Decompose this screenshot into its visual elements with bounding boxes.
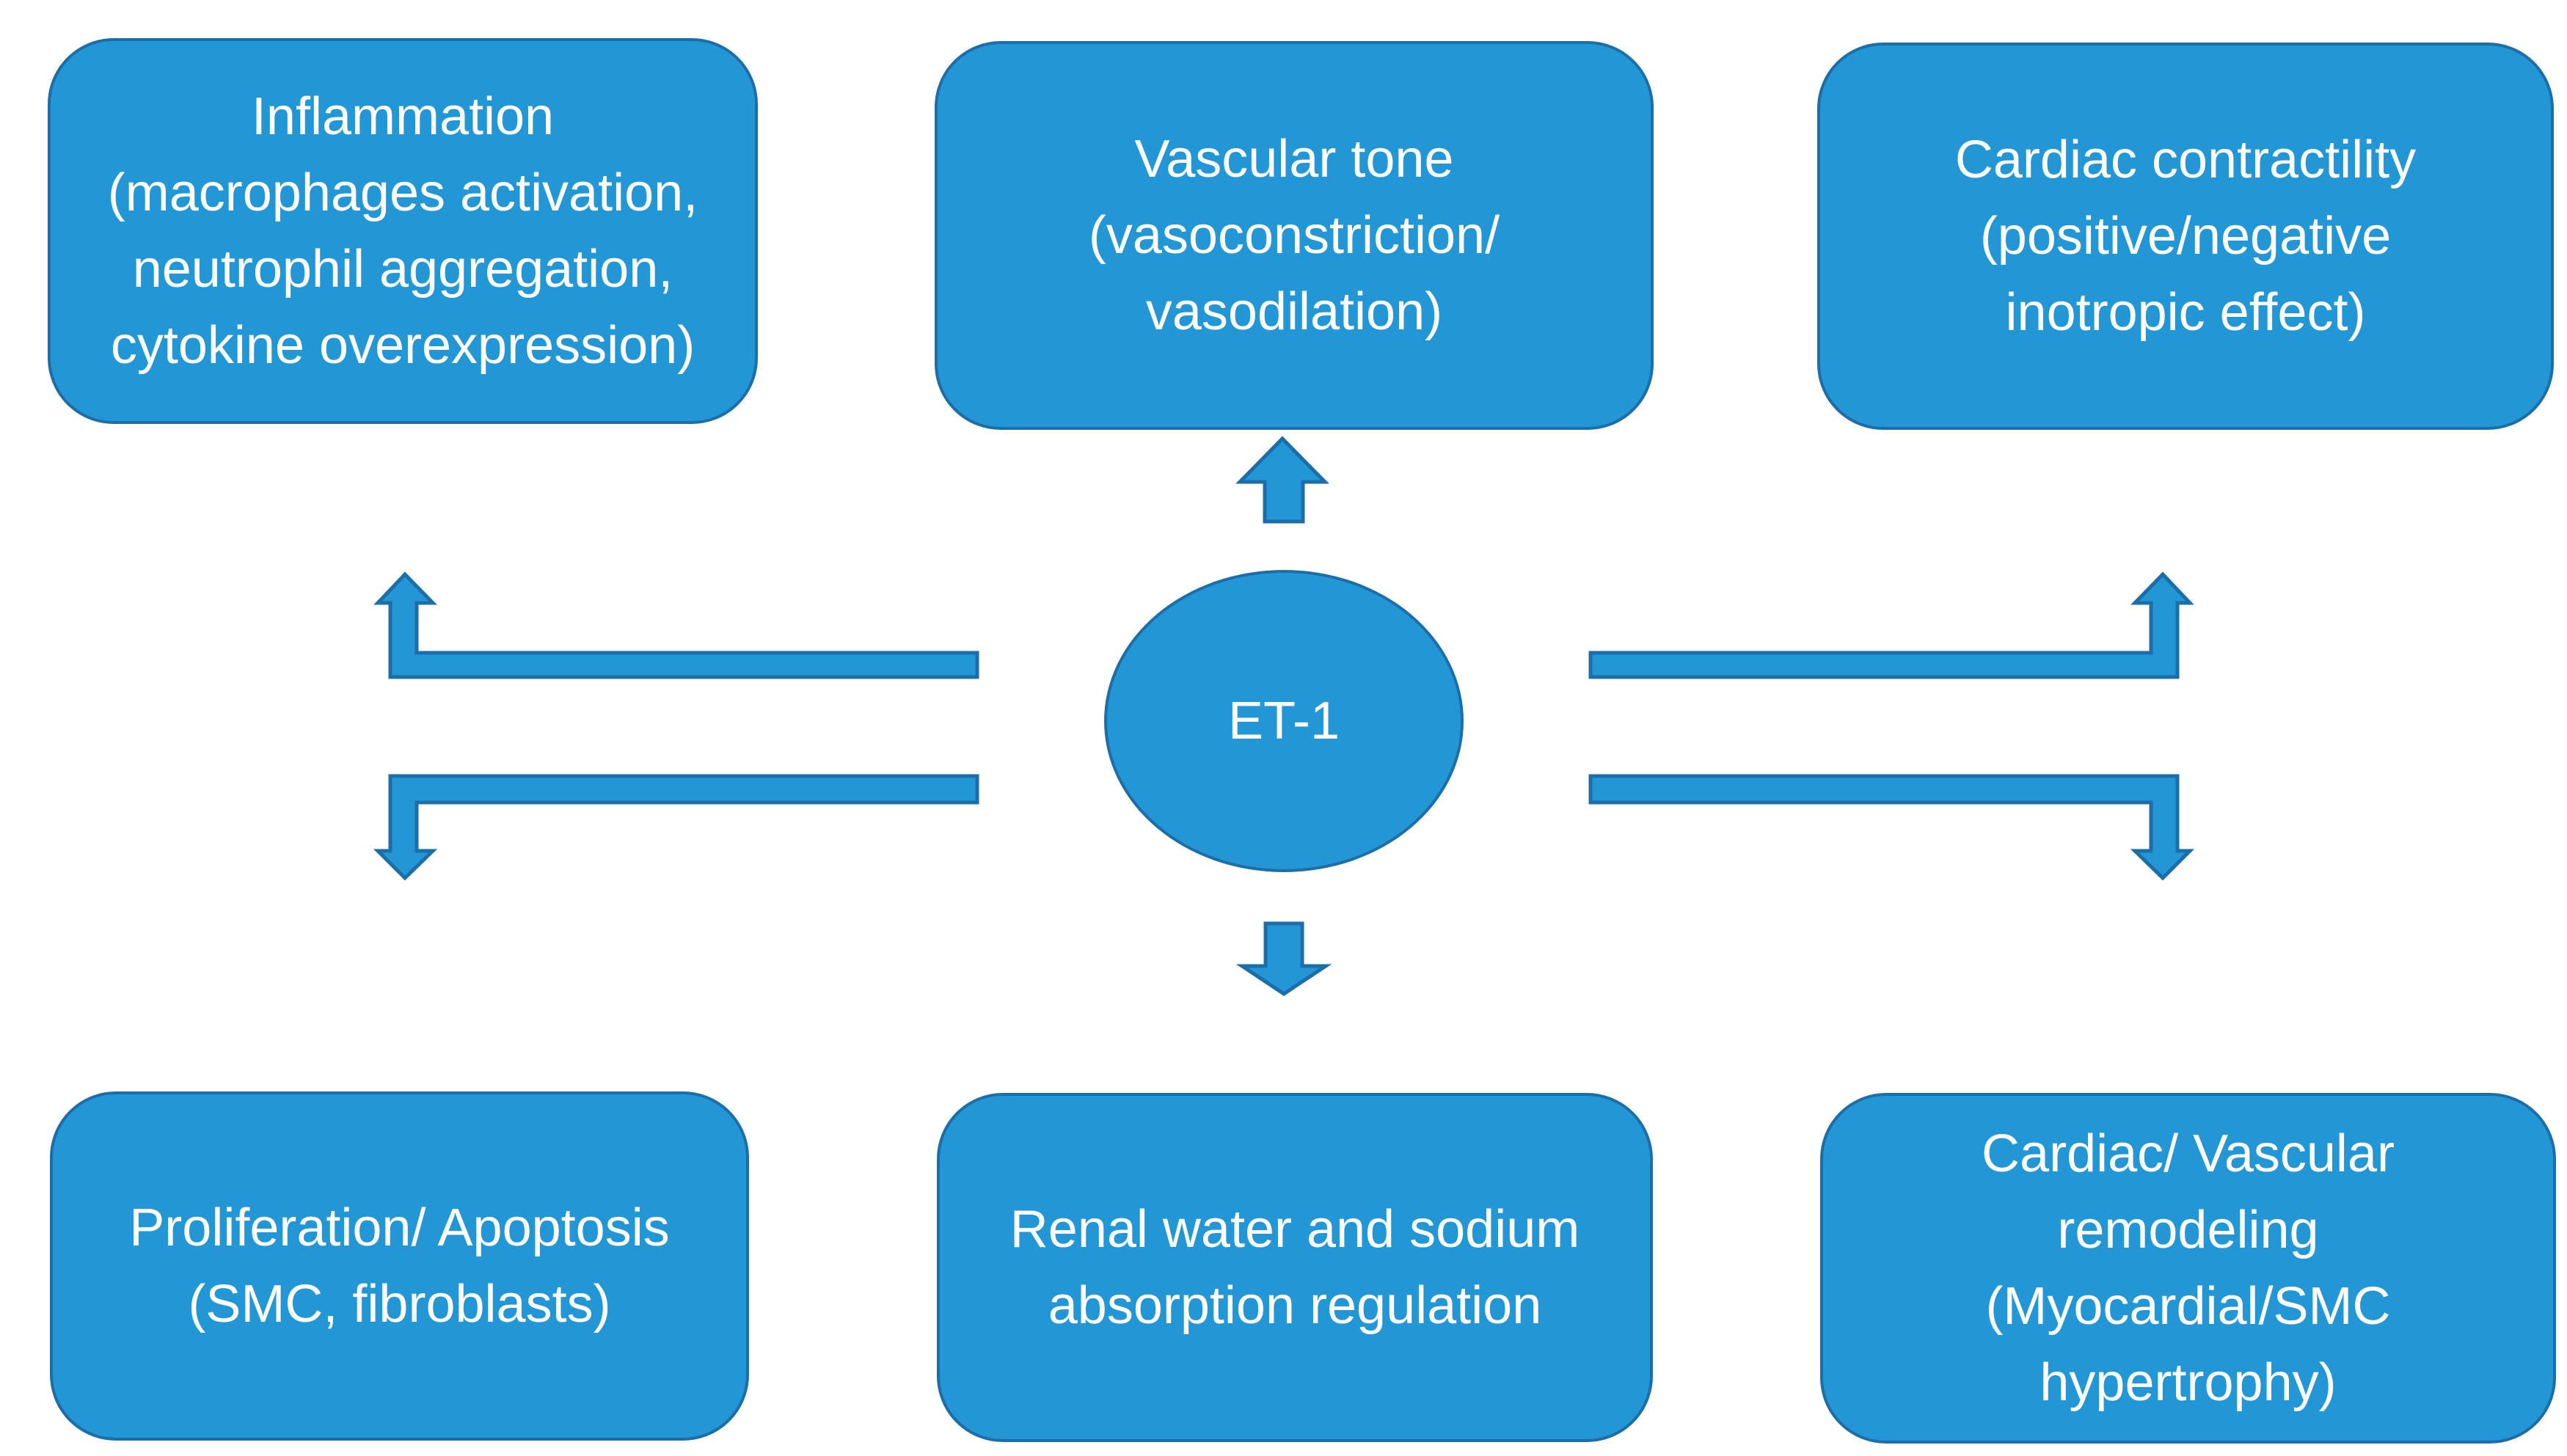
- arrow-right-up-icon: [1588, 571, 2194, 679]
- box-label: Renal water and sodium absorption regula…: [1009, 1200, 1580, 1335]
- arrow-down-icon: [1235, 921, 1332, 997]
- arrow-left-down-icon: [373, 774, 979, 881]
- box-vascular-tone: Vascular tone (vasoconstriction/ vasodil…: [935, 41, 1654, 430]
- arrow-up-icon: [1235, 436, 1329, 524]
- box-label: Inflammation (macrophages activation, ne…: [107, 87, 698, 375]
- box-label: Cardiac contractility (positive/negative…: [1954, 131, 2417, 342]
- box-label: Proliferation/ Apoptosis (SMC, fibroblas…: [129, 1199, 670, 1334]
- arrow-left-up-icon: [373, 571, 979, 679]
- et1-node: ET-1: [1104, 570, 1464, 872]
- box-label: Cardiac/ Vascular remodeling (Myocardial…: [1982, 1124, 2395, 1412]
- box-inflammation: Inflammation (macrophages activation, ne…: [48, 38, 758, 424]
- arrow-right-down-icon: [1588, 774, 2195, 881]
- box-label: Vascular tone (vasoconstriction/ vasodil…: [1088, 130, 1500, 341]
- et1-label: ET-1: [1227, 692, 1340, 750]
- box-renal-water-sodium: Renal water and sodium absorption regula…: [937, 1093, 1653, 1442]
- box-cardiac-vascular-remodeling: Cardiac/ Vascular remodeling (Myocardial…: [1820, 1093, 2556, 1444]
- box-cardiac-contractility: Cardiac contractility (positive/negative…: [1817, 43, 2554, 430]
- box-proliferation-apoptosis: Proliferation/ Apoptosis (SMC, fibroblas…: [50, 1091, 749, 1441]
